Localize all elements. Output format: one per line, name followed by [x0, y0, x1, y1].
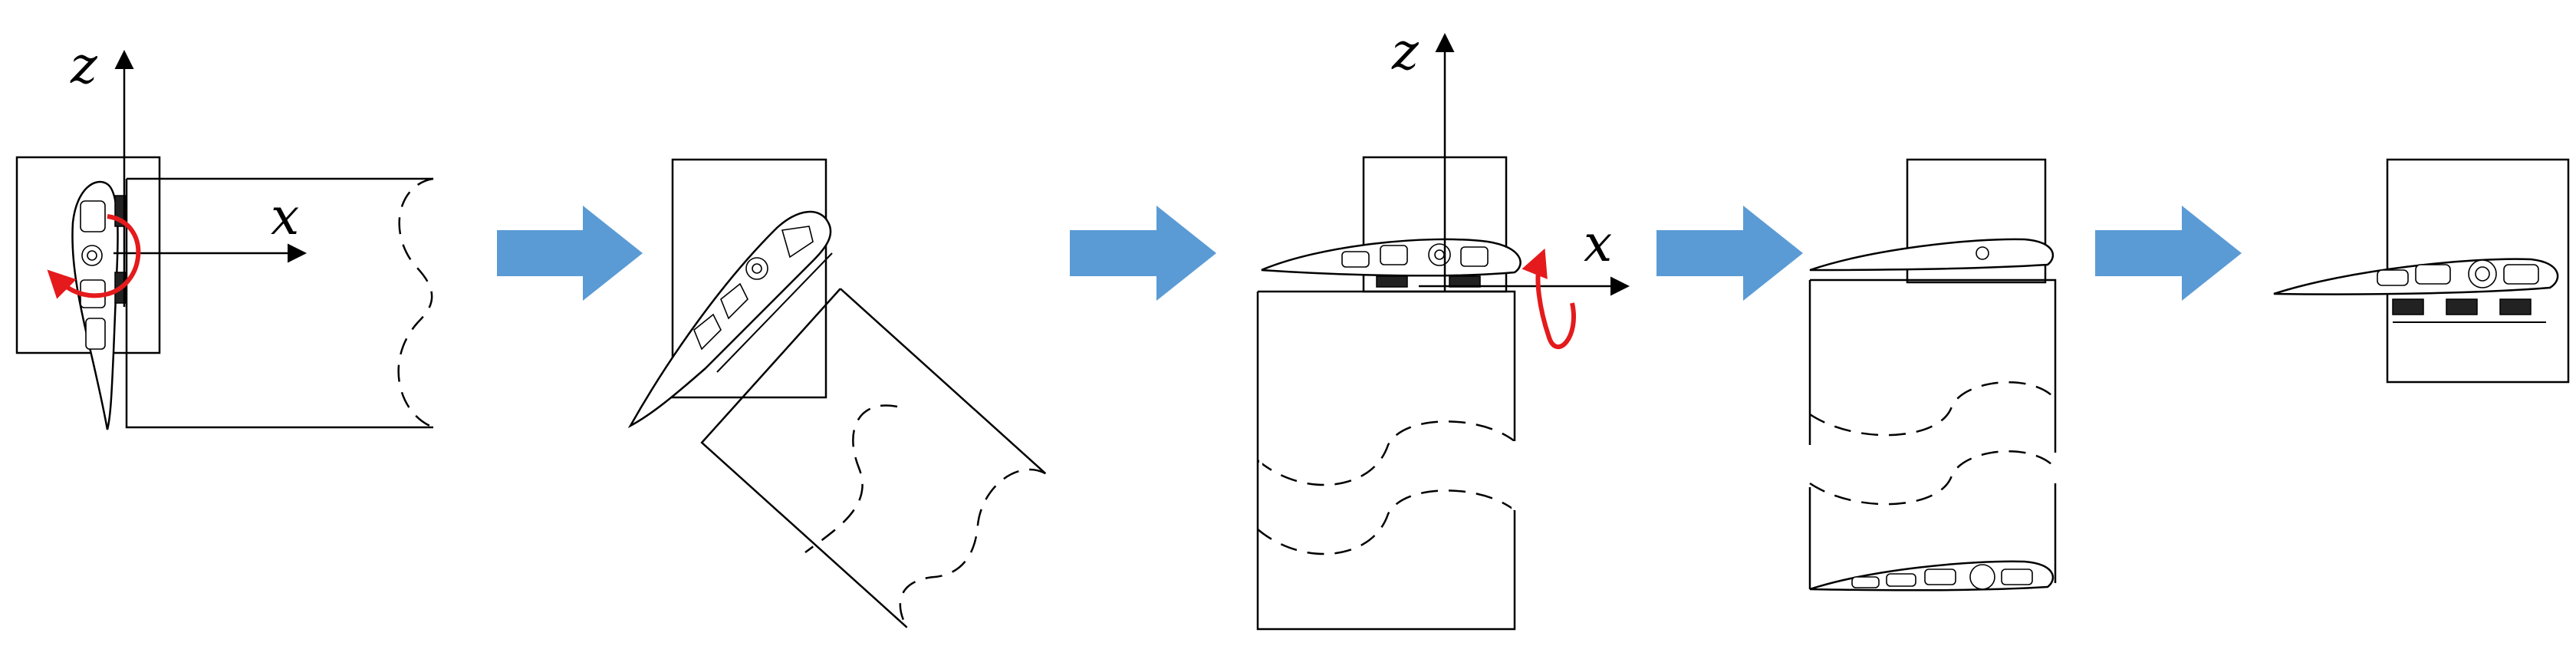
step-2 — [627, 158, 1047, 628]
right-arrow — [1070, 206, 1216, 301]
step3-x-label: x — [1584, 214, 1612, 273]
step1-x-label: x — [271, 187, 299, 246]
step-1: z x — [15, 36, 434, 430]
step2-airfoil-section — [627, 210, 832, 429]
step4-wing-panel — [1808, 278, 2057, 589]
step4-cut-edge-1 — [1809, 381, 2056, 437]
step2-cut-edge-2 — [804, 404, 898, 554]
step1-wing-panel — [125, 177, 433, 429]
step1-rotation-arrow — [47, 214, 141, 299]
step1-z-label: z — [70, 36, 98, 95]
right-arrow — [497, 206, 643, 301]
step3-cut-edge-2 — [1257, 489, 1515, 555]
step2-wing-panel — [700, 288, 1047, 628]
step4-top-airfoil — [1809, 238, 2055, 272]
step3-rotation-arrow — [1522, 248, 1576, 350]
step3-cut-edge-1 — [1257, 420, 1515, 486]
step-3: z x — [1256, 22, 1630, 631]
step2-cut-edge-1 — [899, 468, 1046, 628]
step-5 — [2273, 158, 2570, 384]
step2-back-plate — [671, 158, 827, 399]
step3-wing-panel — [1256, 290, 1516, 631]
step-4 — [1808, 158, 2057, 592]
right-arrow — [2095, 206, 2242, 301]
step4-back-plate — [1906, 158, 2047, 284]
step1-cut-edge — [397, 177, 434, 429]
step1-back-plate — [15, 156, 161, 354]
step4-cut-edge-2 — [1809, 450, 2056, 506]
right-arrow — [1656, 206, 1803, 301]
step3-z-label: z — [1391, 22, 1420, 81]
